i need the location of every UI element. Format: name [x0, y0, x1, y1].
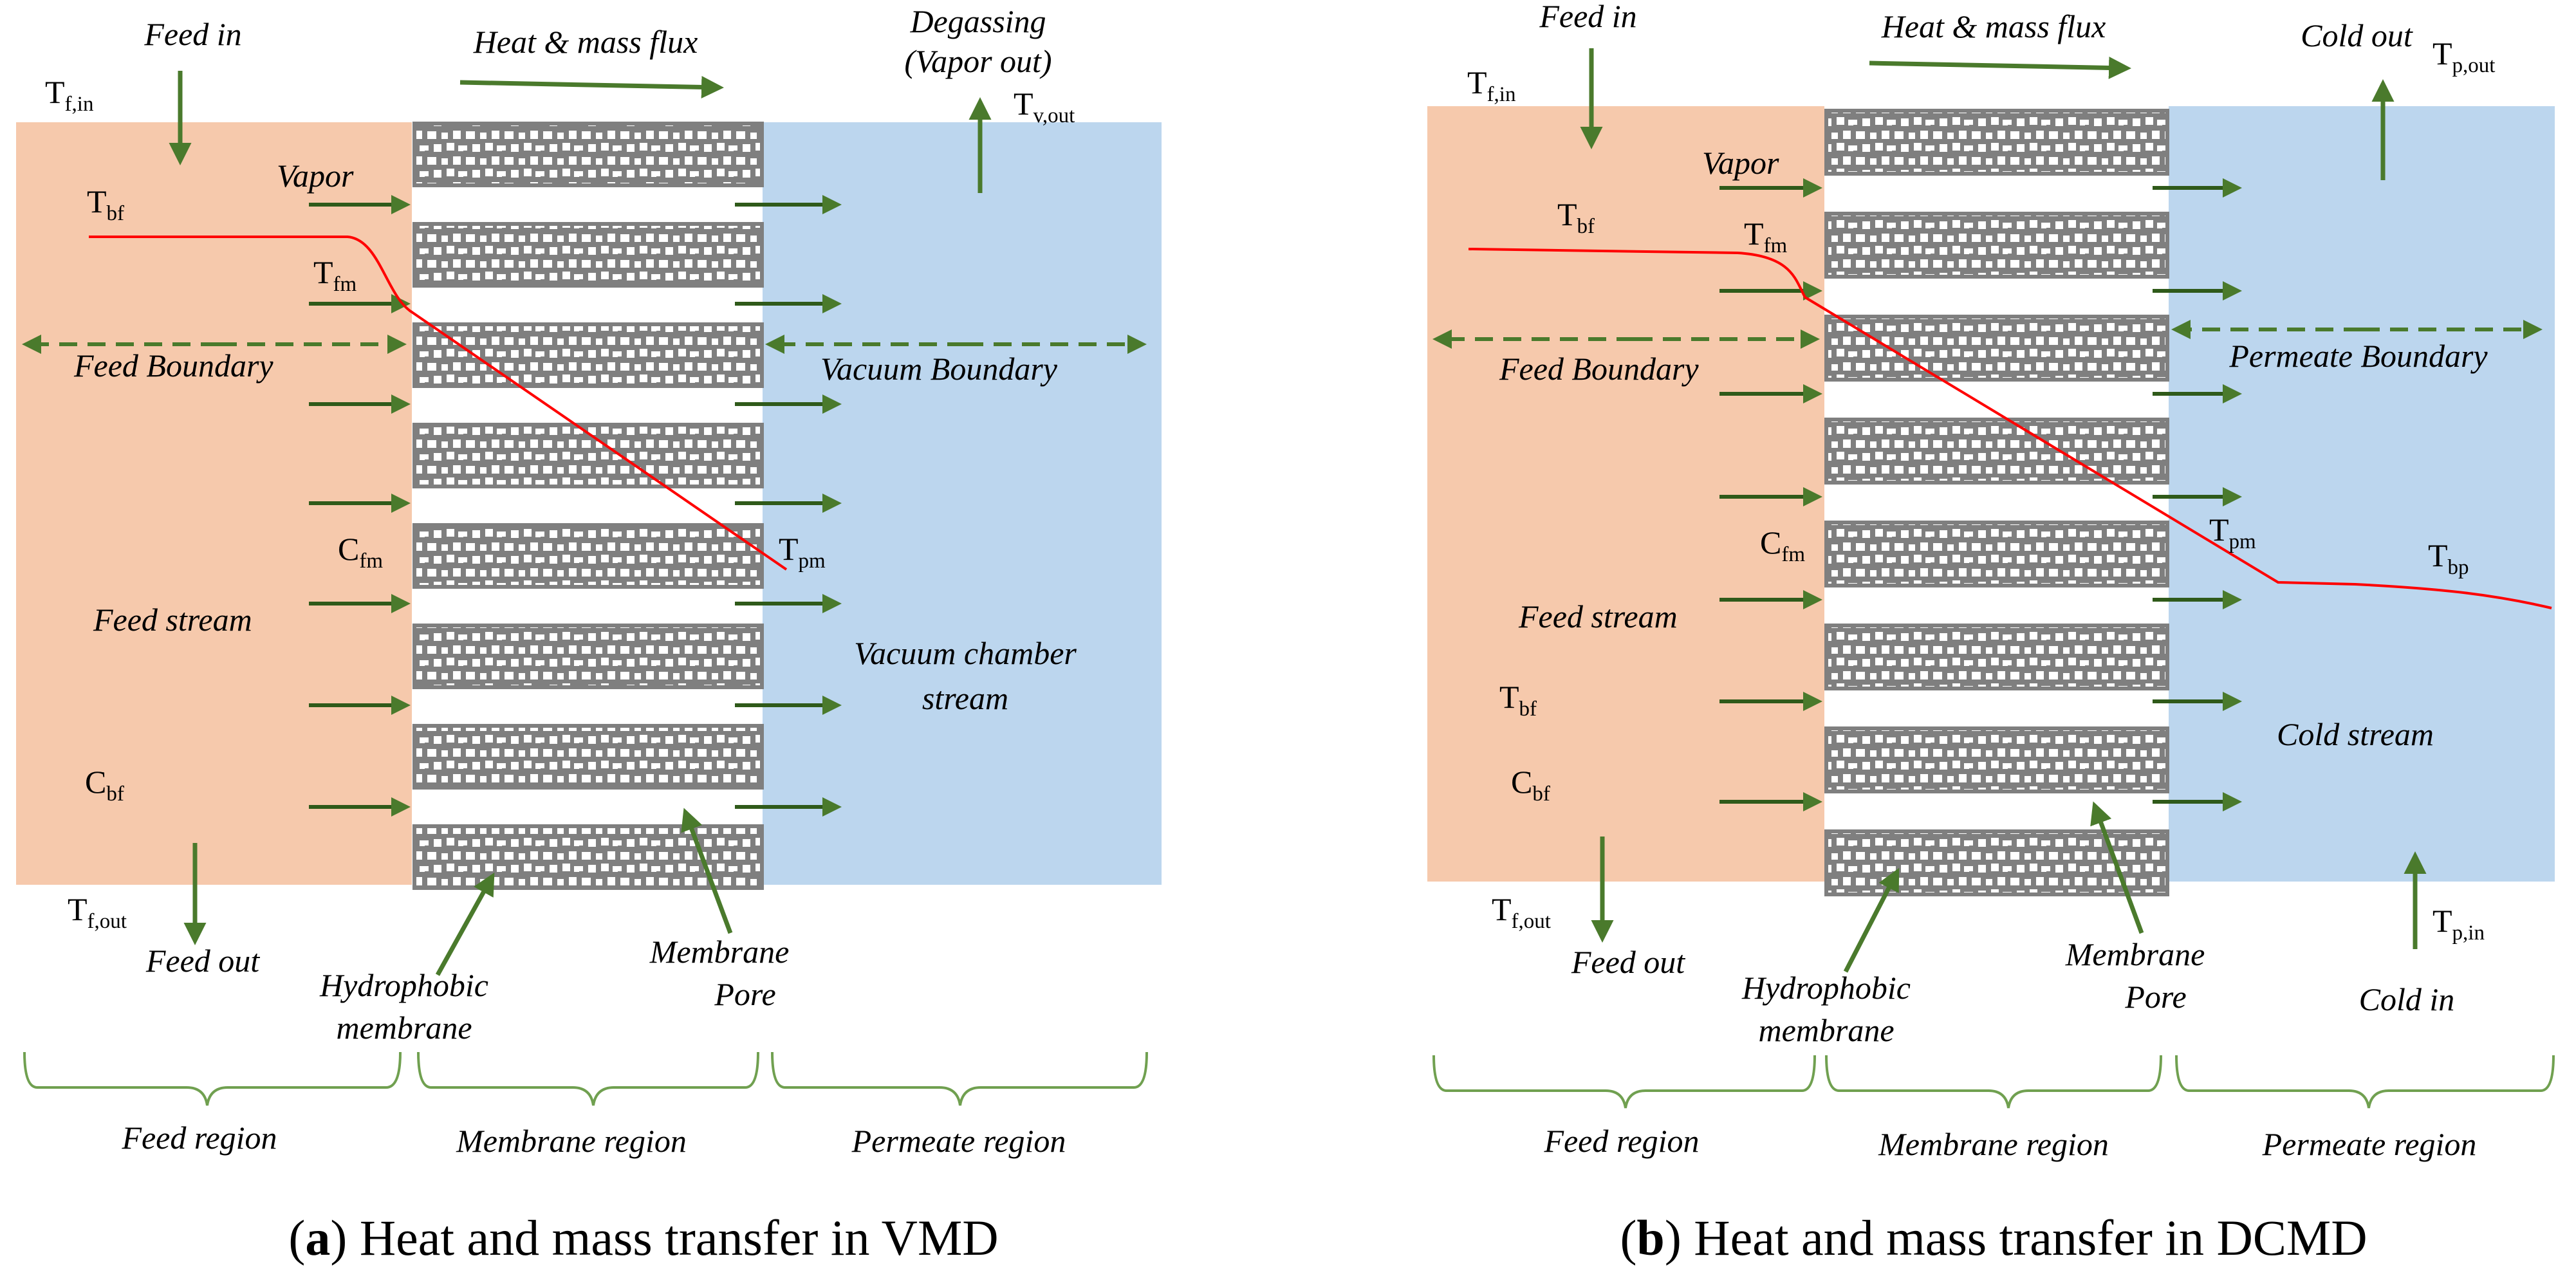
heat-mass-flux-label: Heat & mass flux — [473, 24, 698, 60]
panel-a: Feed in Heat & mass flux Degassing (Vapo… — [16, 3, 1162, 1266]
membrane-strip — [412, 523, 764, 589]
permeate-region-brace — [771, 1051, 1148, 1106]
membrane-pore-label: Pore — [714, 976, 775, 1012]
c-bf-symbol: Cbf — [85, 764, 124, 806]
vapor-arrows — [1719, 178, 2242, 811]
t-bf-symbol: Tbf — [1557, 196, 1595, 238]
membrane-strip — [412, 423, 764, 488]
t-p-out-symbol: Tp,out — [2432, 35, 2495, 77]
t-p-in-symbol: Tp,in — [2432, 903, 2485, 945]
t-f-in-symbol: Tf,in — [45, 74, 93, 116]
cold-out-label: Cold out — [2301, 17, 2413, 53]
feed-boundary-label: Feed Boundary — [1499, 351, 1699, 387]
membrane-strip — [412, 122, 764, 187]
permeate-boundary-label: Permeate Boundary — [2229, 338, 2488, 374]
membrane-region-label: Membrane region — [456, 1123, 687, 1159]
membrane-pore-label: Membrane — [649, 934, 790, 970]
t-bf-symbol: Tbf — [87, 183, 124, 225]
caption-a: (a) Heat and mass transfer in VMD — [288, 1210, 998, 1266]
feed-out-label: Feed out — [145, 943, 260, 979]
degassing-label: Degassing — [909, 3, 1046, 39]
membrane-strips — [1824, 109, 2169, 896]
membrane-strip — [1824, 109, 2169, 176]
feed-in-label: Feed in — [1539, 0, 1636, 34]
membrane-pore-pointer — [681, 808, 733, 934]
membrane-strip — [412, 322, 764, 388]
t-fm-symbol: Tfm — [313, 254, 357, 296]
t-bp-symbol: Tbp — [2428, 537, 2469, 579]
feed-stream-label: Feed stream — [1518, 598, 1678, 634]
vapor-label: Vapor — [1702, 145, 1779, 181]
membrane-strip — [1824, 624, 2169, 690]
feed-boundary-label: Feed Boundary — [73, 347, 273, 384]
membrane-strip — [1824, 521, 2169, 587]
permeate-region-label: Permeate region — [2262, 1126, 2477, 1162]
vapor-label: Vapor — [277, 158, 354, 194]
membrane-region-label: Membrane region — [1878, 1126, 2109, 1162]
hydrophobic-membrane-label: Hydrophobic — [319, 967, 488, 1003]
feed-region-bg — [1427, 106, 1824, 882]
t-v-out-symbol: Tv,out — [1014, 86, 1075, 127]
vapor-arrows — [309, 195, 842, 817]
hydrophobic-membrane-pointer — [435, 872, 495, 976]
feed-region-brace — [23, 1051, 402, 1106]
hydrophobic-membrane-label: membrane — [336, 1010, 472, 1046]
permeate-stream-label: Vacuum chamber — [854, 635, 1077, 671]
membrane-strip — [1824, 315, 2169, 382]
membrane-pore-label: Pore — [2124, 979, 2186, 1015]
membrane-strip — [412, 222, 764, 288]
t-pm-symbol: Tpm — [2209, 512, 2256, 553]
cold-in-label: Cold in — [2359, 981, 2455, 1017]
feed-in-label: Feed in — [144, 16, 241, 52]
degassing-label: (Vapor out) — [904, 43, 1052, 79]
membrane-strip — [412, 724, 764, 790]
membrane-strip — [1824, 829, 2169, 896]
feed-stream-label: Feed stream — [93, 602, 252, 638]
permeate-boundary-label: Vacuum Boundary — [820, 351, 1058, 387]
membrane-strips — [412, 122, 764, 890]
heat-mass-flux-arrow — [1869, 56, 2131, 79]
hydrophobic-membrane-label: membrane — [1758, 1012, 1894, 1048]
t-f-out-symbol: Tf,out — [68, 891, 127, 933]
heat-mass-flux-arrow — [459, 75, 724, 98]
membrane-region-brace — [417, 1051, 759, 1106]
panel-b: Feed in Heat & mass flux Cold out Vapor … — [1427, 0, 2555, 1266]
c-fm-symbol: Cfm — [1760, 524, 1805, 566]
t-bf-symbol: Tbf — [1499, 679, 1537, 721]
membrane-strip — [1824, 418, 2169, 485]
temperature-profile-line — [89, 236, 788, 571]
permeate-region-label: Permeate region — [851, 1123, 1066, 1159]
heat-mass-flux-label: Heat & mass flux — [1881, 8, 2106, 44]
t-f-out-symbol: Tf,out — [1492, 891, 1551, 933]
membrane-strip — [1824, 212, 2169, 279]
c-bf-symbol: Cbf — [1511, 764, 1550, 806]
feed-out-label: Feed out — [1571, 944, 1685, 980]
cold-stream-label: Cold stream — [2277, 716, 2434, 752]
t-pm-symbol: Tpm — [779, 531, 826, 573]
feed-region-brace — [1432, 1055, 1816, 1109]
hydrophobic-membrane-label: Hydrophobic — [1741, 970, 1911, 1006]
feed-region-label: Feed region — [1543, 1123, 1699, 1159]
membrane-strip — [1824, 726, 2169, 793]
permeate-region-bg — [2169, 106, 2555, 882]
temperature-profile-line — [1468, 248, 2552, 609]
membrane-pore-pointer — [2090, 801, 2144, 934]
t-fm-symbol: Tfm — [1744, 216, 1788, 257]
permeate-stream-label: stream — [922, 680, 1008, 716]
caption-b: (b) Heat and mass transfer in DCMD — [1620, 1210, 2367, 1266]
membrane-region-brace — [1825, 1055, 2162, 1109]
hydrophobic-membrane-pointer — [1843, 867, 1900, 973]
feed-region-label: Feed region — [121, 1120, 277, 1156]
permeate-region-brace — [2175, 1055, 2555, 1109]
c-fm-symbol: Cfm — [338, 531, 383, 573]
membrane-pore-label: Membrane — [2065, 936, 2205, 972]
t-f-in-symbol: Tf,in — [1467, 64, 1515, 106]
membrane-strip — [412, 624, 764, 689]
